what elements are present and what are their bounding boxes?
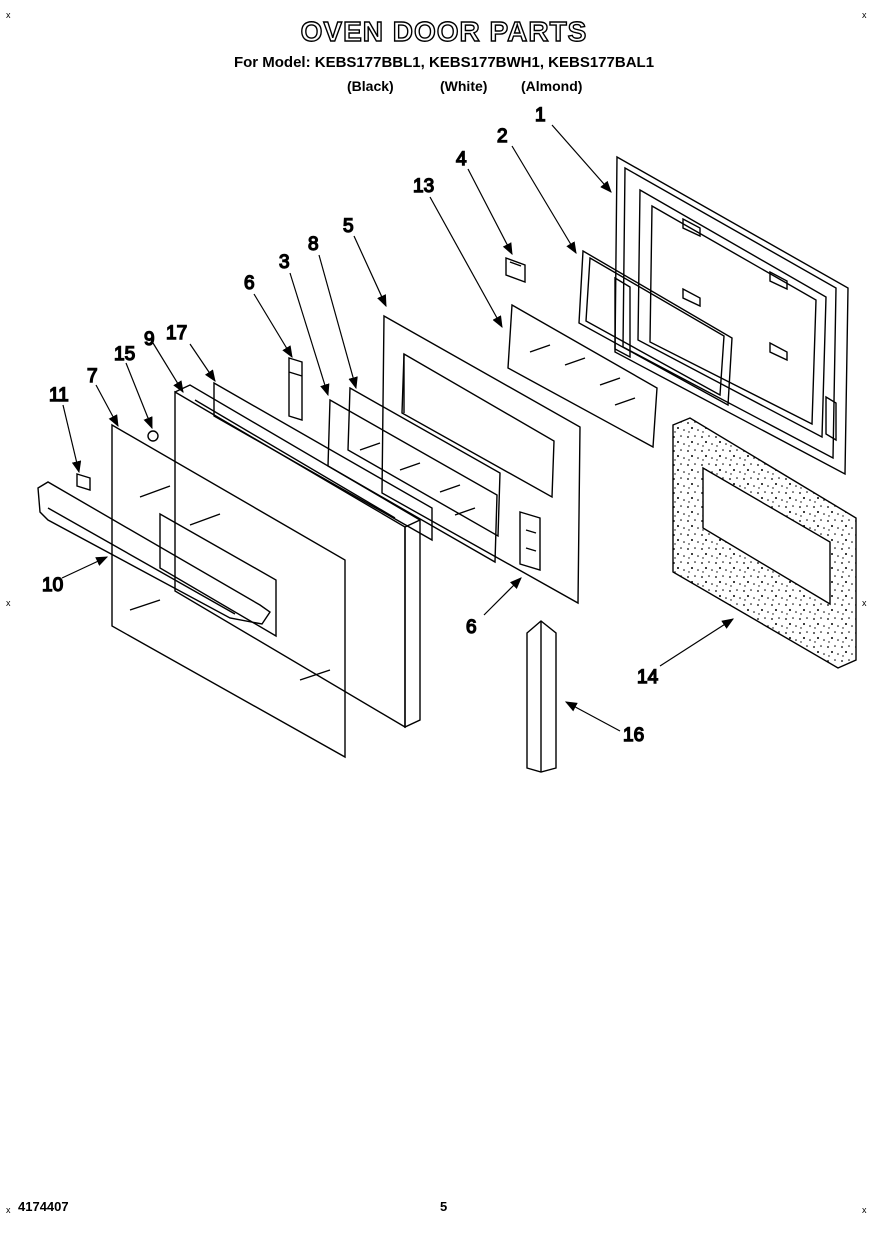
- variant-white-label: (White): [440, 78, 488, 94]
- callout-4: 4: [456, 149, 467, 170]
- vent-gasket: [213, 381, 433, 542]
- vertical-trim: [526, 620, 557, 773]
- callout-7: 7: [87, 366, 98, 387]
- callout-8: 8: [308, 234, 319, 255]
- callout-6-lower: 6: [466, 617, 477, 638]
- callout-2: 2: [497, 126, 508, 147]
- callout-17: 17: [166, 323, 187, 344]
- inner-door-liner: [614, 155, 849, 476]
- window-glass: [327, 398, 498, 564]
- glass-screw: [147, 430, 159, 442]
- corner-mark: x: [6, 598, 11, 608]
- callout-9: 9: [144, 329, 155, 350]
- callout-11: 11: [49, 385, 69, 406]
- hinge-clip: [505, 256, 526, 284]
- spacer-clip-lower: [519, 511, 541, 571]
- corner-mark: x: [862, 598, 867, 608]
- door-gasket: [578, 249, 733, 407]
- handle-end-cap: [76, 473, 91, 491]
- corner-mark: x: [862, 1205, 867, 1215]
- door-insulation: [672, 417, 857, 669]
- door-handle: [37, 481, 271, 625]
- leader-lines: [61, 124, 735, 732]
- model-list: For Model: KEBS177BBL1, KEBS177BWH1, KEB…: [233, 54, 655, 71]
- window-pack-glass: [347, 386, 501, 538]
- page-title: OVEN DOOR PARTS: [300, 15, 588, 47]
- callout-5: 5: [343, 216, 354, 237]
- callout-15: 15: [114, 344, 135, 365]
- callout-14: 14: [637, 667, 659, 688]
- variant-black-label: (Black): [347, 78, 394, 94]
- corner-mark: x: [6, 1205, 11, 1215]
- outer-glass: [111, 423, 346, 759]
- page-number: 5: [440, 1199, 448, 1214]
- callout-16: 16: [623, 725, 644, 746]
- variant-almond-label: (Almond): [521, 78, 583, 94]
- document-number: 4174407: [18, 1199, 69, 1214]
- spacer-clip-upper: [288, 357, 303, 421]
- callout-13: 13: [413, 176, 434, 197]
- callout-1: 1: [535, 105, 546, 126]
- door-frame: [381, 314, 581, 605]
- callout-3: 3: [279, 252, 290, 273]
- callout-10: 10: [42, 575, 63, 596]
- inner-glass: [507, 303, 658, 449]
- corner-mark: x: [862, 10, 867, 20]
- corner-mark: x: [6, 10, 11, 20]
- callout-6-upper: 6: [244, 273, 255, 294]
